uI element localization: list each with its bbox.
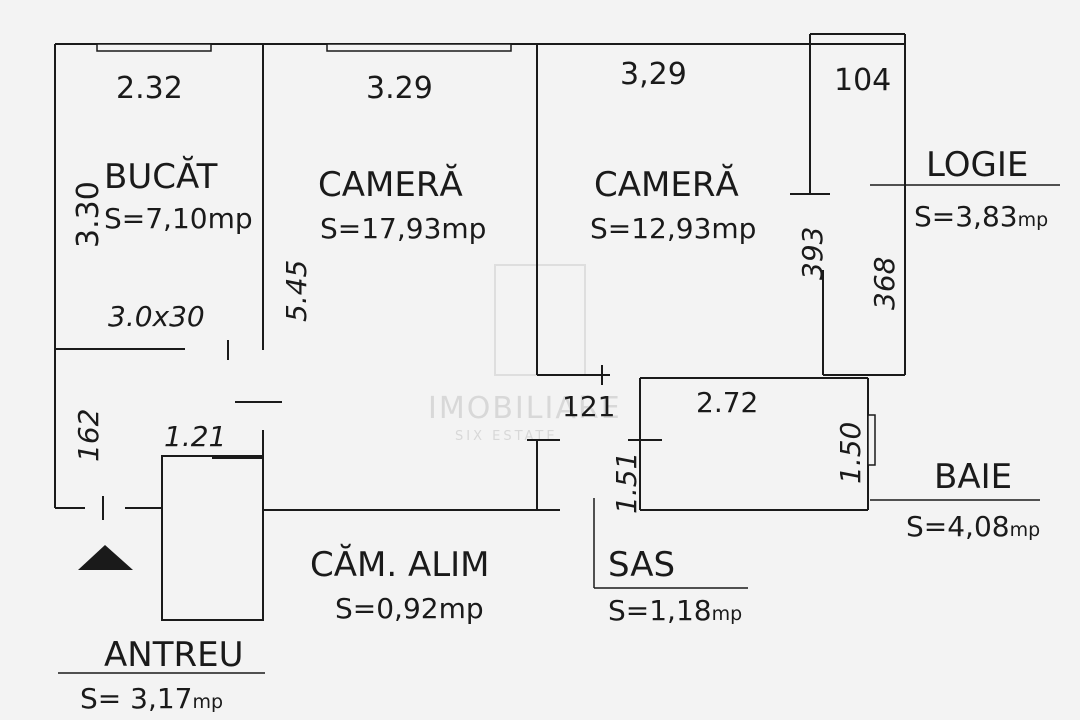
antreu-depth: 162 <box>72 409 105 462</box>
pantry-area: S=0,92mp <box>335 592 484 625</box>
room1-depth: 5.45 <box>280 260 313 322</box>
kitchen-window <box>96 43 212 52</box>
logie-depth: 368 <box>868 257 901 310</box>
antreu-name: ANTREU <box>104 635 243 675</box>
tile-note: 3.0x30 <box>108 300 205 333</box>
pantry-name: CĂM. ALIM <box>310 544 490 585</box>
antreu-area: S= 3,17mp <box>80 682 223 715</box>
watermark: IMOBILIARE SIX ESTATE <box>428 264 622 444</box>
logie-width: 104 <box>834 63 891 98</box>
kitchen-area: S=7,10mp <box>104 202 253 235</box>
bath-depth: 1.50 <box>834 422 867 484</box>
room2-area: S=12,93mp <box>590 212 756 245</box>
kitchen-name: BUCĂT <box>104 156 218 197</box>
kitchen-depth: 3.30 <box>71 181 106 248</box>
room1-area: S=17,93mp <box>320 212 486 245</box>
room1-width: 3.29 <box>366 71 433 106</box>
entrance-arrow-icon <box>78 545 133 570</box>
kitchen-width: 2.32 <box>116 71 183 106</box>
antreu-width: 1.21 <box>164 420 226 453</box>
bath-area: S=4,08mp <box>906 510 1040 543</box>
bath-name: BAIE <box>934 457 1012 497</box>
bath-window <box>867 414 876 466</box>
room2-depth: 393 <box>796 227 829 280</box>
dimension-labels: 2.32 3.30 3.0x30 3.29 5.45 3,29 104 393 … <box>71 57 901 514</box>
sas-depth: 1.51 <box>610 452 643 514</box>
sas-width: 121 <box>562 390 615 423</box>
logie-area: S=3,83mp <box>914 200 1048 233</box>
room-window <box>326 43 512 52</box>
room2-name: CAMERĂ <box>594 164 739 205</box>
windows <box>96 43 876 466</box>
room-labels: BUCĂT S=7,10mp CAMERĂ S=17,93mp CAMERĂ S… <box>80 145 1048 715</box>
watermark-subtitle: SIX ESTATE <box>455 429 558 444</box>
sas-name: SAS <box>608 545 675 585</box>
storage-box <box>161 455 264 621</box>
sas-area: S=1,18mp <box>608 594 742 627</box>
room2-width: 3,29 <box>620 57 687 92</box>
bath-width: 2.72 <box>696 386 758 419</box>
walls <box>54 33 906 621</box>
leader-lines <box>58 184 1060 674</box>
room1-name: CAMERĂ <box>318 164 463 205</box>
watermark-title: IMOBILIARE <box>428 391 622 426</box>
logie-name: LOGIE <box>926 145 1028 185</box>
